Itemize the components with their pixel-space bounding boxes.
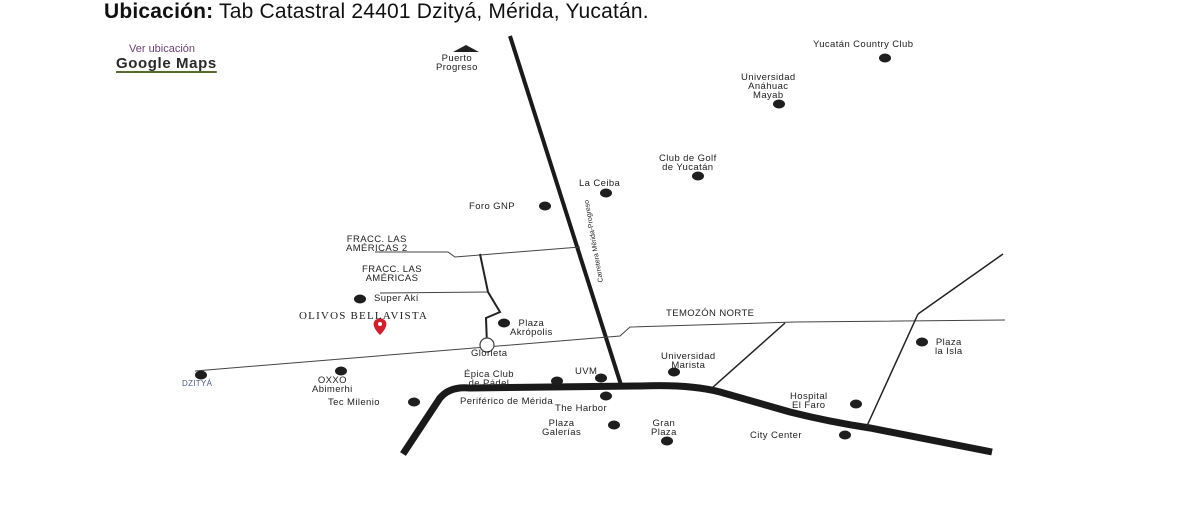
label-plaza-galerias: Plaza Galerías bbox=[542, 418, 582, 438]
dot-plaza-la-isla bbox=[916, 337, 928, 347]
location-pin-icon[interactable] bbox=[373, 318, 387, 335]
dot-plaza-akropolis bbox=[498, 318, 510, 328]
dot-club-golf bbox=[692, 171, 704, 181]
label-city-center: City Center bbox=[750, 430, 802, 441]
dot-yucatan-country-club bbox=[879, 53, 891, 63]
temozon-road bbox=[194, 319, 1006, 372]
label-hospital: Hospital El Faro bbox=[790, 391, 828, 411]
view-location-label: Ver ubicación bbox=[129, 43, 196, 55]
google-maps-link[interactable]: Google Maps bbox=[116, 55, 217, 72]
label-tec-milenio: Tec Milenio bbox=[328, 397, 380, 408]
highway-merida-progreso bbox=[508, 35, 624, 389]
label-oxxo: OXXO Abimerhi bbox=[312, 375, 353, 395]
dot-plaza-galerias bbox=[608, 420, 620, 430]
label-dzitya: DZITYÁ bbox=[182, 379, 213, 388]
label-plaza-la-isla: Plaza la Isla bbox=[935, 337, 963, 357]
marista-road bbox=[711, 322, 786, 389]
label-puerto-progreso: Puerto Progreso bbox=[436, 53, 478, 73]
dot-la-ceiba bbox=[600, 188, 612, 198]
faro-road bbox=[865, 313, 919, 429]
glorieta-circle bbox=[479, 337, 495, 353]
dot-anahuac bbox=[773, 99, 785, 109]
label-universidad-marista: Universidad Marista bbox=[661, 351, 716, 371]
dot-gran-plaza bbox=[661, 436, 673, 446]
title-bold: Ubicación: bbox=[104, 0, 214, 23]
label-yucatan-country-club: Yucatán Country Club bbox=[813, 39, 914, 50]
north-arrow-icon bbox=[453, 45, 479, 52]
poi-dots bbox=[195, 53, 928, 446]
label-fracc-americas2: FRACC. LAS AMÉRICAS 2 bbox=[346, 234, 408, 254]
dot-uvm bbox=[595, 373, 607, 383]
americas2-road bbox=[375, 246, 581, 258]
isla-road bbox=[917, 253, 1004, 315]
label-gran-plaza: Gran Plaza bbox=[651, 418, 677, 438]
label-plaza-akropolis: Plaza Akrópolis bbox=[510, 318, 553, 338]
label-fracc-americas: FRACC. LAS AMÉRICAS bbox=[362, 264, 422, 284]
label-periferico: Periférico de Mérida bbox=[460, 396, 554, 407]
dot-universidad-marista bbox=[668, 367, 680, 377]
dot-tec-milenio bbox=[408, 397, 420, 407]
title-rest: Tab Catastral 24401 Dzityá, Mérida, Yuca… bbox=[219, 0, 649, 23]
americas-road bbox=[379, 291, 489, 294]
label-club-golf: Club de Golf de Yucatán bbox=[659, 153, 717, 173]
dot-foro-gnp bbox=[539, 201, 551, 211]
connector-road bbox=[479, 253, 502, 346]
dot-dzitya bbox=[195, 370, 207, 380]
label-temozon-norte: TEMOZÓN NORTE bbox=[666, 308, 755, 319]
dot-super-aki bbox=[354, 294, 366, 304]
project-name: OLIVOS BELLAVISTA bbox=[299, 310, 429, 322]
dot-hospital bbox=[850, 399, 862, 409]
label-the-harbor: The Harbor bbox=[555, 403, 608, 414]
label-la-ceiba: La Ceiba bbox=[579, 178, 621, 189]
label-anahuac: Universidad Anáhuac Mayab bbox=[741, 72, 796, 101]
periferico-road bbox=[400, 382, 993, 456]
label-glorieta: Glorieta bbox=[471, 348, 508, 359]
label-uvm: UVM bbox=[575, 366, 598, 377]
dot-city-center bbox=[839, 430, 851, 440]
dot-oxxo bbox=[335, 366, 347, 376]
label-super-aki: Super Akí bbox=[374, 293, 419, 304]
page-title: Ubicación: Tab Catastral 24401 Dzityá, M… bbox=[104, 0, 649, 24]
dot-epica-club bbox=[551, 376, 563, 386]
label-epica-club: Épica Club de Pádel bbox=[464, 369, 514, 389]
label-foro-gnp: Foro GNP bbox=[469, 201, 515, 212]
dot-the-harbor bbox=[600, 391, 612, 401]
road-label: Carretera Mérida-Progreso bbox=[584, 199, 605, 283]
